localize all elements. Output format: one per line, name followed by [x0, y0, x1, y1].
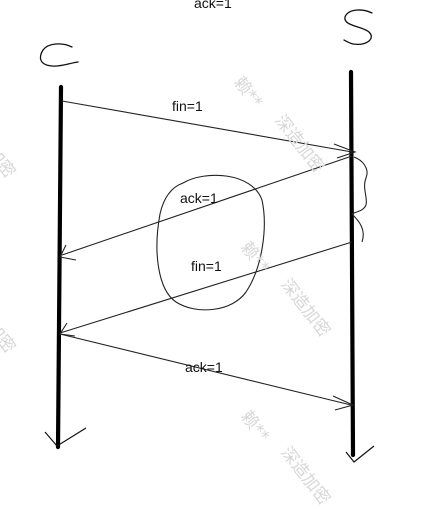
message-label-fin-client: fin=1 — [172, 98, 203, 114]
highlight-circle — [156, 174, 265, 311]
client-letter-c — [39, 43, 79, 67]
message-label-ack-server: ack=1 — [180, 190, 218, 206]
message-label-fin-server: fin=1 — [191, 258, 222, 274]
server-lifeline — [348, 69, 356, 458]
message-arrowhead-ack-client — [332, 395, 355, 411]
server-lifeline-tail — [345, 445, 375, 463]
message-arrow-fin-server — [59, 241, 353, 334]
message-label-ack-client: ack=1 — [185, 359, 223, 375]
message-arrow-ack-server — [61, 155, 353, 256]
top-ack-label: ack=1 — [194, 0, 232, 11]
message-arrow-ack-client — [59, 333, 352, 406]
message-arrowhead-fin-client — [333, 143, 357, 159]
client-lifeline — [55, 84, 64, 450]
server-letter-s — [343, 9, 373, 45]
server-side-brace — [351, 156, 368, 243]
message-arrow-fin-client — [61, 100, 353, 153]
client-lifeline-tail — [44, 427, 87, 447]
message-arrowhead-ack-server — [59, 244, 77, 261]
